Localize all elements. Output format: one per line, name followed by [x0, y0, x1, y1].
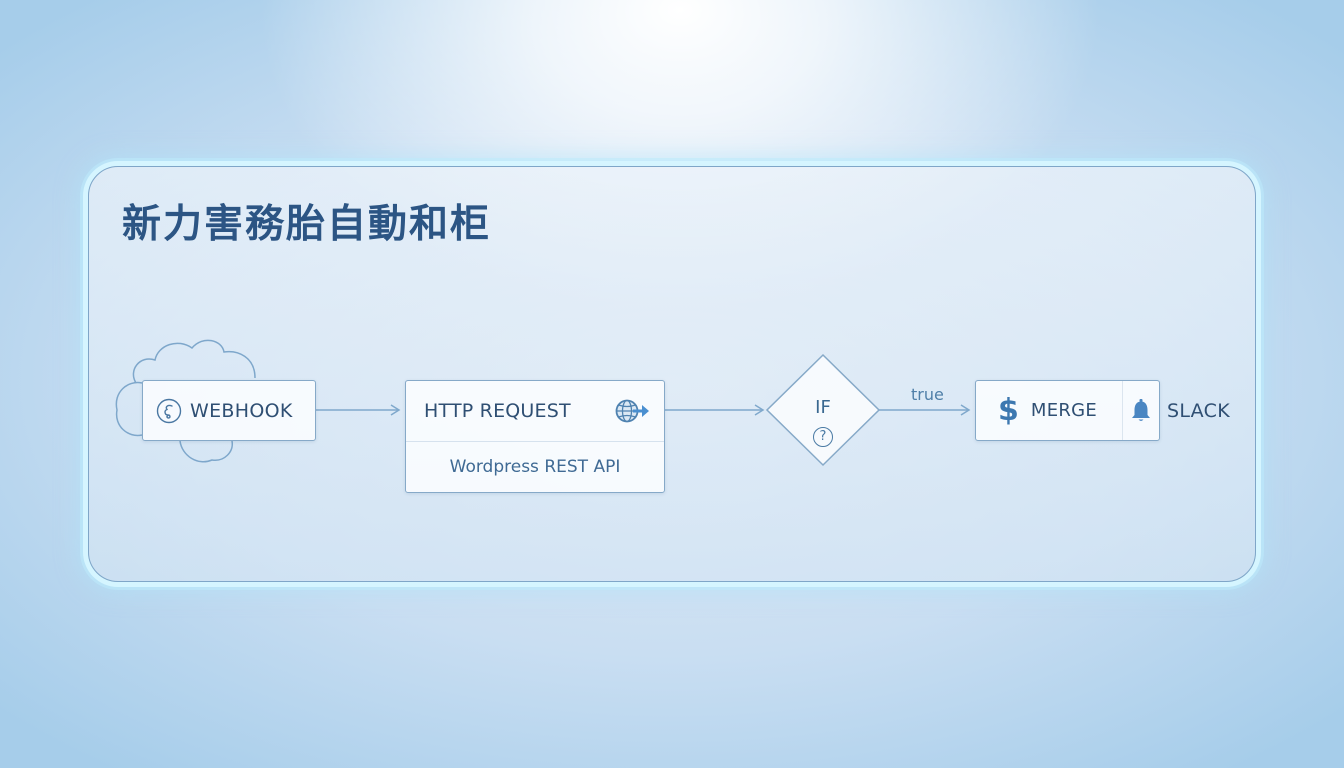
- dollar-icon: $: [998, 392, 1019, 428]
- node-webhook[interactable]: WEBHOOK: [142, 380, 316, 441]
- node-if[interactable]: IF ?: [767, 354, 879, 466]
- node-merge-segment: $ MERGE: [976, 381, 1123, 440]
- edge-true-label: true: [911, 385, 944, 404]
- node-webhook-label: WEBHOOK: [190, 399, 293, 422]
- webhook-hook-icon: [156, 398, 182, 423]
- node-http-request[interactable]: HTTP REQUEST Wordpress REST API: [405, 380, 665, 493]
- node-slack-label: SLACK: [1167, 400, 1230, 422]
- question-circle-icon: ?: [813, 427, 833, 447]
- workflow-canvas-panel: [88, 166, 1256, 582]
- node-if-label: IF: [815, 397, 831, 418]
- node-slack-segment[interactable]: [1123, 381, 1159, 440]
- node-http-header: HTTP REQUEST: [406, 381, 664, 442]
- workflow-title: 新力害務胎自動和柜: [122, 202, 492, 247]
- bell-icon: [1132, 398, 1150, 421]
- globe-arrow-icon: [615, 399, 649, 423]
- node-merge[interactable]: $ MERGE: [975, 380, 1160, 441]
- node-http-sublabel: Wordpress REST API: [449, 457, 621, 477]
- node-http-label: HTTP REQUEST: [424, 400, 571, 422]
- node-merge-label: MERGE: [1030, 400, 1098, 421]
